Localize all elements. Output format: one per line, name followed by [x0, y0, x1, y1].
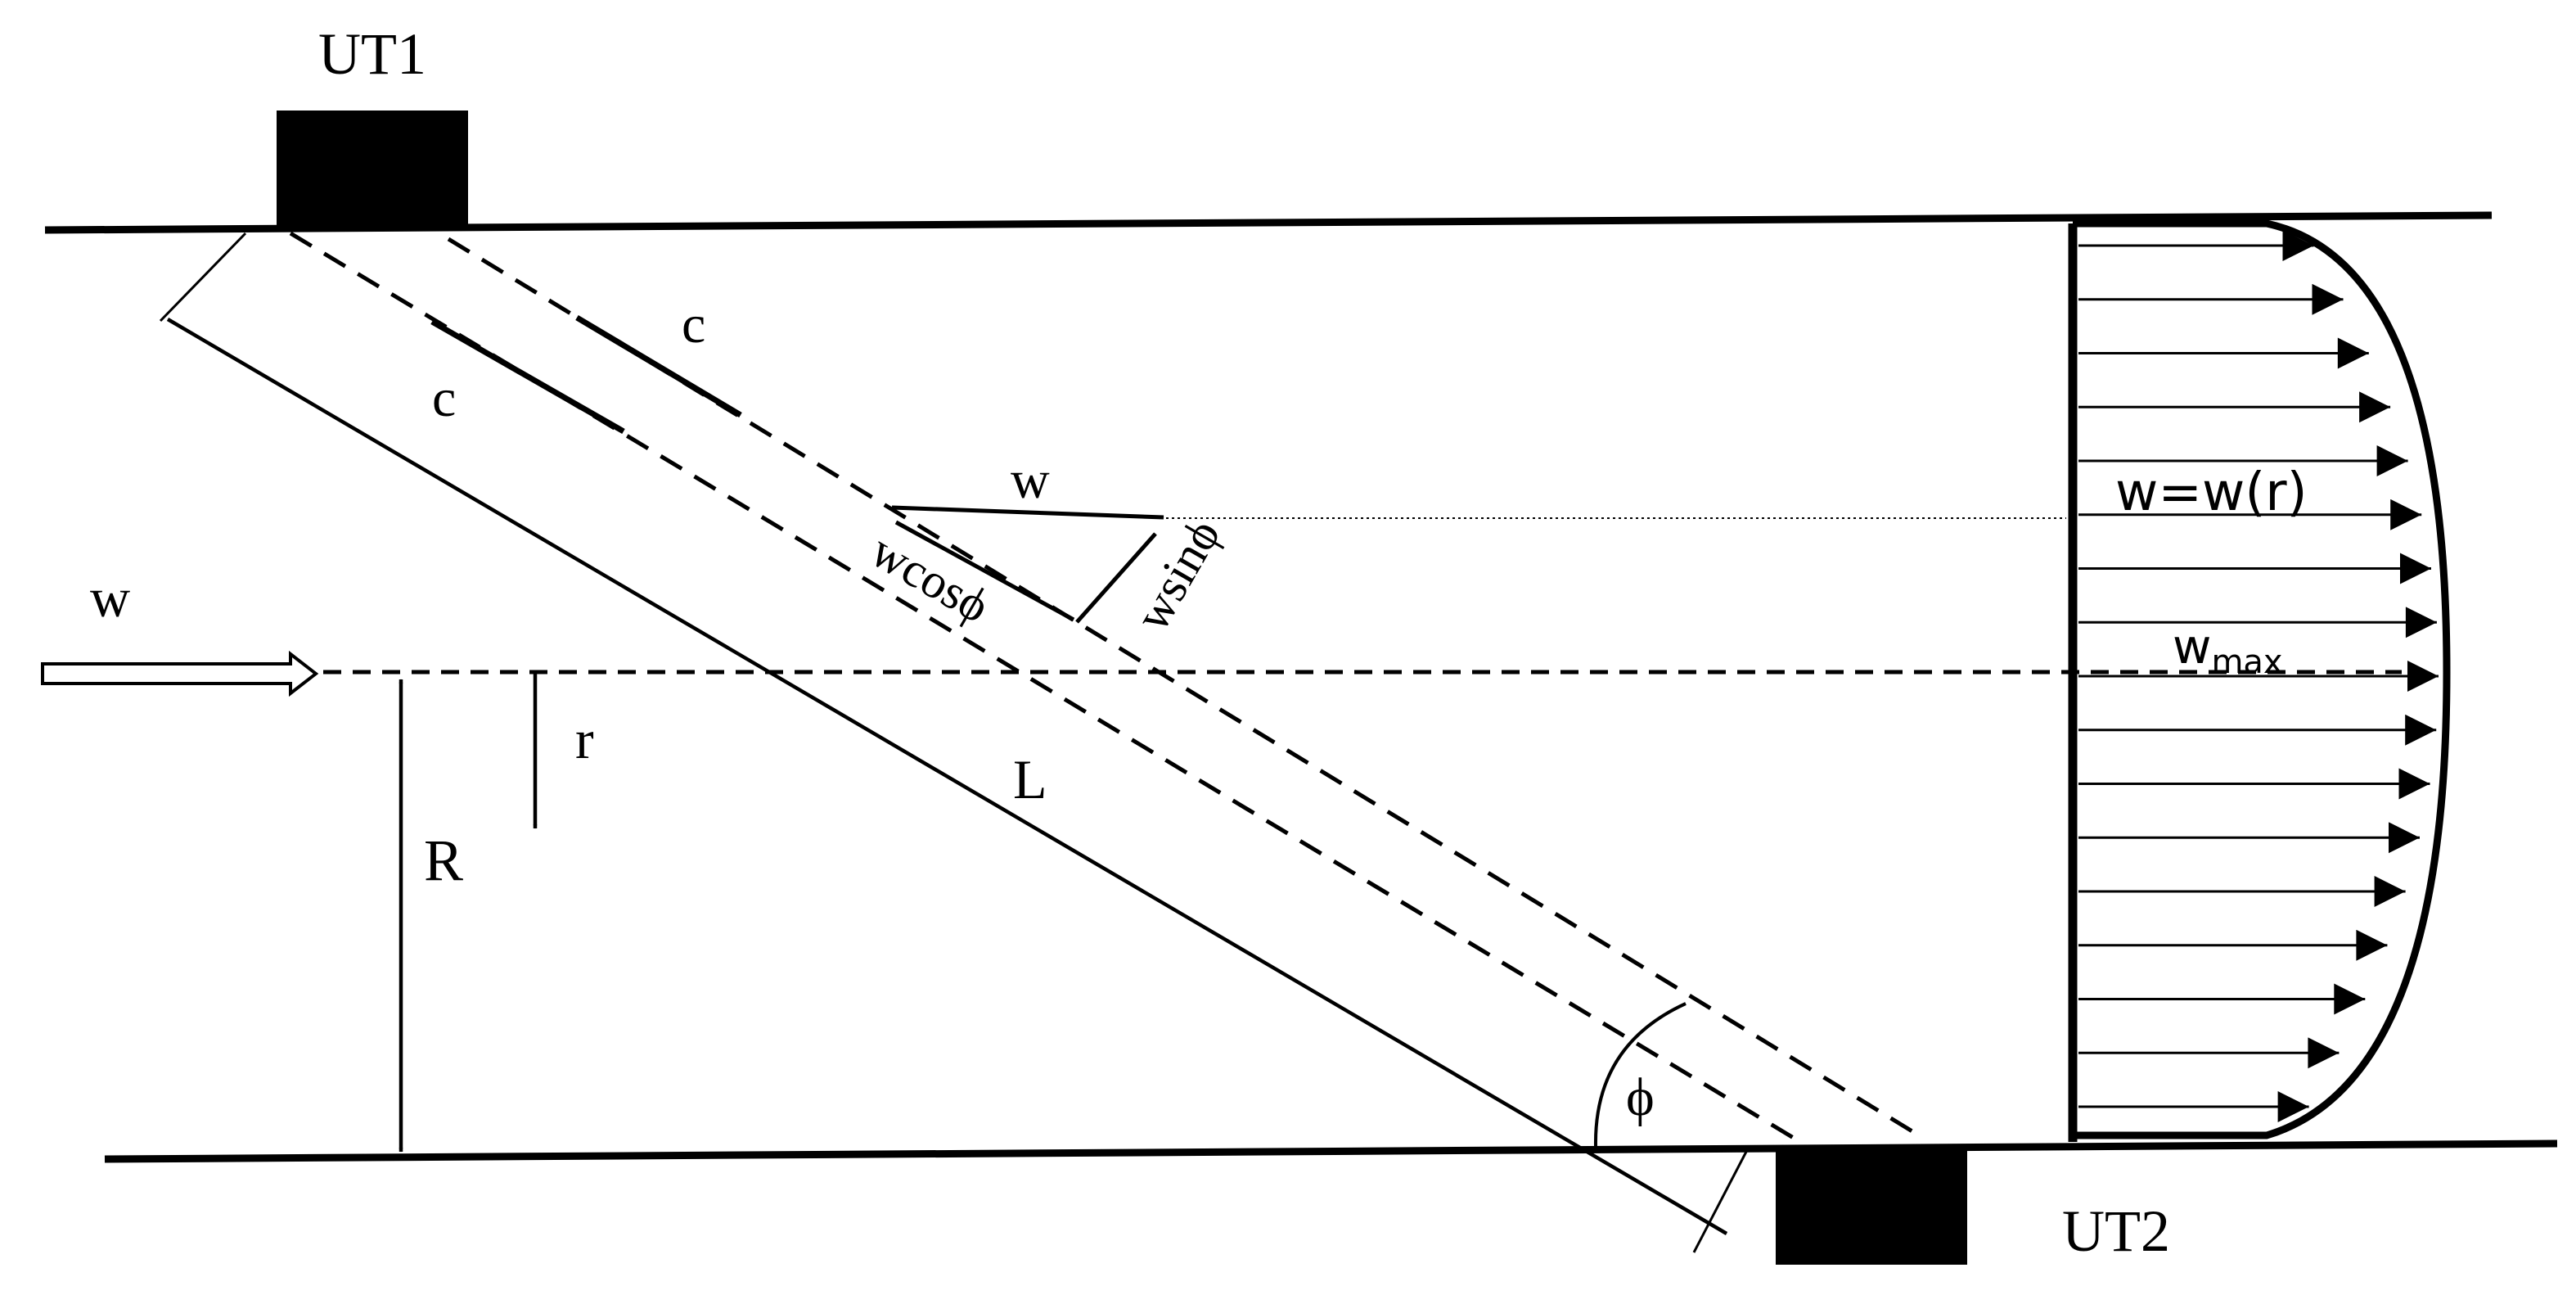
path-length-extension-bottom	[1692, 1149, 1749, 1253]
label-c-backward: c	[432, 368, 456, 428]
sound-velocity-arrow-forward	[575, 314, 742, 418]
velocity-component-wcos	[894, 520, 1075, 622]
label-w-vector: w	[1011, 450, 1050, 510]
label-w-inlet: w	[90, 566, 130, 629]
label-w-max: wmax	[2173, 619, 2283, 681]
inlet-flow-arrow	[41, 650, 319, 697]
sound-velocity-arrow-backward	[430, 318, 625, 435]
label-R: R	[424, 828, 463, 893]
velocity-profile-arrows	[2078, 230, 2439, 1122]
label-ut2: UT2	[2062, 1198, 2170, 1264]
velocity-profile-curve	[2073, 219, 2451, 1139]
path-length-extension-top	[159, 232, 247, 323]
label-r: r	[575, 708, 594, 770]
angle-phi-arc	[1593, 1002, 1687, 1147]
label-ut1: UT1	[318, 21, 426, 87]
label-wsinphi: wsinϕ	[1124, 510, 1231, 640]
ultrasonic-transducer-ut2	[1776, 1148, 1967, 1265]
label-c-forward: c	[682, 295, 705, 354]
label-phi: ϕ	[1626, 1067, 1655, 1127]
velocity-vector-w	[891, 505, 1164, 520]
label-w-max-subscript: max	[2211, 643, 2282, 681]
label-w-profile: w=w(r)	[2115, 462, 2308, 523]
pipe-bottom-wall	[104, 1139, 2558, 1163]
ultrasonic-transducer-ut1	[277, 111, 468, 229]
label-w-max-base: w	[2173, 619, 2211, 675]
label-L: L	[1013, 748, 1047, 810]
velocity-component-wsin	[1075, 532, 1157, 624]
path-length-arrow	[166, 318, 1728, 1235]
